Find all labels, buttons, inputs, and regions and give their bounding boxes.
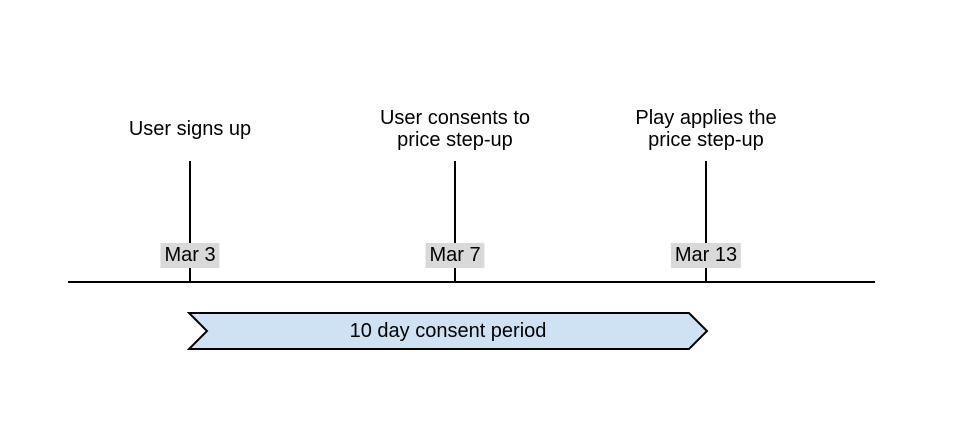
banner-arrow-graphic xyxy=(187,312,709,350)
milestone-date-badge: Mar 3 xyxy=(160,243,220,268)
milestone-date-badge: Mar 7 xyxy=(425,243,485,268)
milestone-tick-line xyxy=(189,161,191,281)
milestone-title: Play applies the price step-up xyxy=(635,107,777,151)
milestone-date-badge: Mar 13 xyxy=(670,243,742,268)
consent-period-banner: 10 day consent period xyxy=(187,311,709,351)
milestone-title: User signs up xyxy=(128,118,252,140)
banner-arrow-shape xyxy=(187,312,709,350)
banner-label: 10 day consent period xyxy=(349,319,547,342)
timeline-axis xyxy=(68,281,875,283)
milestone-title: User consents to price step-up xyxy=(379,107,531,151)
milestone-tick-line xyxy=(705,161,707,281)
milestone-tick-line xyxy=(454,161,456,281)
